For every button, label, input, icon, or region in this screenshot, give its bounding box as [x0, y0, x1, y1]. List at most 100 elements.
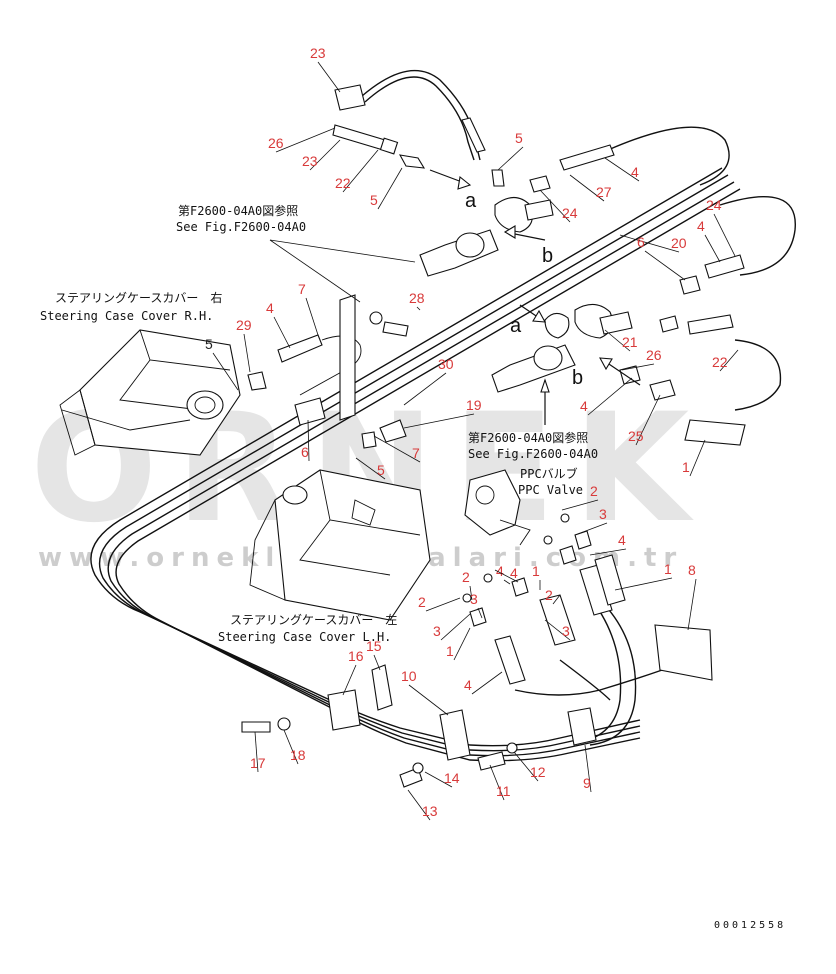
callout-leader: [569, 174, 605, 202]
callout-3: 3: [470, 591, 478, 607]
callout-leader: [587, 377, 633, 416]
callout-leader: [254, 731, 259, 773]
callout-23: 23: [302, 153, 318, 169]
callout-18: 18: [290, 747, 306, 763]
callout-5: 5: [205, 336, 213, 352]
callout-4: 4: [697, 218, 705, 234]
callout-leader: [342, 664, 357, 696]
callout-2: 2: [590, 483, 598, 499]
steering-case-cover-lh: [249, 469, 431, 621]
callout-12: 12: [530, 764, 546, 780]
callout-leader: [355, 457, 386, 480]
callout-25: 25: [628, 428, 644, 444]
cover-lh-jp: ステアリングケースカバー 左: [230, 612, 397, 627]
callout-24: 24: [706, 197, 722, 213]
callout-2: 2: [418, 594, 426, 610]
callout-4: 4: [496, 563, 504, 579]
callout-4: 4: [580, 398, 588, 414]
cover-rh-en: Steering Case Cover R.H.: [40, 309, 213, 323]
letter-a-mid: a: [510, 315, 522, 337]
ppc-valve-jp: PPCバルブ: [520, 466, 578, 481]
callout-leader: [342, 149, 379, 193]
callout-20: 20: [671, 235, 687, 251]
callout-leader: [719, 349, 739, 372]
callout-leader: [513, 751, 539, 782]
callout-7: 7: [412, 445, 420, 461]
callout-leader: [494, 569, 519, 583]
callout-leader: [644, 250, 686, 281]
flow-arrows: [429, 169, 641, 425]
callout-9: 9: [583, 775, 591, 791]
callout-8: 8: [688, 562, 696, 578]
callout-leader: [309, 139, 341, 171]
callout-5: 5: [370, 192, 378, 208]
letter-a-top: a: [465, 190, 477, 212]
callout-leader: [574, 522, 608, 536]
callout-10: 10: [401, 668, 417, 684]
callout-4: 4: [618, 532, 626, 548]
callout-3: 3: [433, 623, 441, 639]
callout-leader: [424, 771, 453, 788]
callout-27: 27: [596, 184, 612, 200]
callout-leader: [407, 789, 431, 821]
callout-leader: [408, 684, 449, 716]
callout-leader: [539, 189, 571, 223]
callout-26: 26: [268, 135, 284, 151]
callout-21: 21: [622, 334, 638, 350]
callout-26: 26: [646, 347, 662, 363]
callout-6: 6: [301, 444, 309, 460]
callout-leader: [544, 619, 571, 641]
callout-leader: [604, 329, 631, 352]
callout-leader: [425, 597, 461, 612]
callout-4: 4: [464, 677, 472, 693]
callout-5: 5: [515, 130, 523, 146]
callout-13: 13: [422, 803, 438, 819]
callout-leader: [497, 146, 524, 171]
ref-mid-jp: 第F2600-04A0図参照: [468, 430, 588, 445]
callout-leader: [373, 435, 421, 463]
callout-leader: [477, 607, 483, 619]
callout-2: 2: [462, 569, 470, 585]
cover-rh-jp: ステアリングケースカバー 右: [55, 290, 222, 305]
callout-6: 6: [637, 234, 645, 250]
callout-14: 14: [444, 770, 460, 786]
callout-leader: [212, 352, 239, 391]
callout-1: 1: [532, 563, 540, 579]
callout-3: 3: [599, 506, 607, 522]
callout-leader: [317, 61, 341, 93]
callout-22: 22: [712, 354, 728, 370]
callout-7: 7: [298, 281, 306, 297]
callout-leader: [403, 372, 447, 406]
letter-b-top: b: [542, 245, 553, 267]
callout-leader: [453, 627, 471, 661]
callout-4: 4: [510, 565, 518, 581]
callout-leader: [584, 744, 592, 793]
middle-lever-assembly: [491, 303, 633, 393]
callout-leader: [604, 157, 640, 182]
callout-15: 15: [366, 638, 382, 654]
callout-29: 29: [236, 317, 252, 333]
callout-leader: [377, 167, 403, 210]
callout-28: 28: [409, 290, 425, 306]
callout-4: 4: [631, 164, 639, 180]
callout-leader: [307, 419, 310, 462]
callout-1: 1: [446, 643, 454, 659]
callout-23: 23: [310, 45, 326, 61]
document-number: 00012558: [714, 920, 786, 931]
callout-leader: [243, 333, 251, 373]
callout-leader: [416, 306, 421, 311]
steering-case-cover-rh: [59, 329, 241, 456]
callout-22: 22: [335, 175, 351, 191]
upper-lever-assembly: [419, 196, 554, 277]
callout-leader: [689, 439, 706, 477]
callout-leader: [589, 548, 627, 556]
callout-11: 11: [496, 783, 511, 799]
letter-b-mid: b: [572, 367, 583, 389]
cover-lh-en: Steering Case Cover L.H.: [218, 630, 391, 644]
callout-17: 17: [250, 755, 266, 771]
callout-leader: [704, 234, 721, 263]
ref-top-en: See Fig.F2600-04A0: [176, 220, 306, 234]
reference-leaders: [269, 239, 416, 303]
callout-leader: [621, 363, 655, 371]
